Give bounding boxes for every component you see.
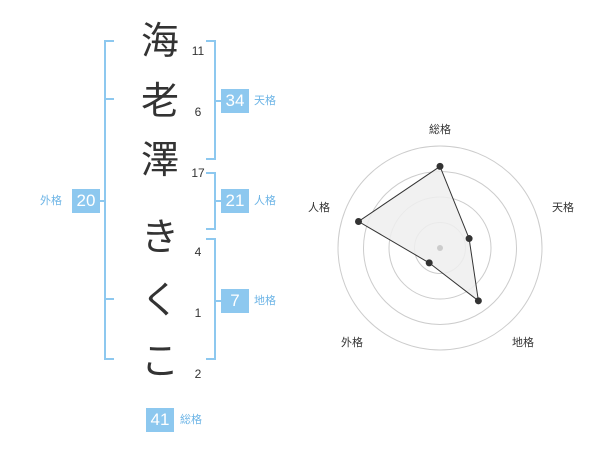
char-2: 老	[140, 79, 179, 123]
chikaku-label: 地格	[254, 294, 276, 307]
radar-label-gaikaku: 外格	[341, 336, 363, 349]
tenkaku-value-badge: 34	[221, 89, 249, 113]
strokes-6: 2	[194, 367, 202, 381]
radar-label-tenkaku: 天格	[552, 201, 574, 214]
char-5: く	[140, 278, 179, 322]
gaikaku-bracket-tick-top	[104, 98, 114, 100]
gaikaku-connector	[98, 200, 106, 202]
radar-area	[357, 165, 480, 302]
jinkaku-connector	[214, 200, 222, 202]
strokes-5: 1	[194, 306, 202, 320]
radar-point-0	[436, 162, 444, 170]
strokes-2: 6	[194, 105, 202, 119]
radar-point-3	[425, 259, 433, 267]
radar-point-1	[465, 235, 473, 243]
radar-label-chikaku: 地格	[512, 336, 534, 349]
chikaku-bracket	[206, 238, 216, 360]
radar-center-dot	[437, 245, 443, 251]
gaikaku-label: 外格	[40, 194, 62, 207]
strokes-3: 17	[191, 166, 205, 180]
radar-ring	[337, 145, 543, 351]
chikaku-connector	[214, 300, 222, 302]
char-6: こ	[140, 339, 179, 383]
char-4: き	[140, 215, 179, 259]
tenkaku-connector	[214, 100, 222, 102]
tenkaku-label: 天格	[254, 94, 276, 107]
strokes-4: 4	[194, 245, 202, 259]
strokes-1: 11	[191, 44, 205, 58]
jinkaku-value-badge: 21	[221, 189, 249, 213]
radar-points	[355, 162, 482, 305]
char-1: 海	[140, 19, 179, 63]
char-3: 澤	[140, 138, 179, 182]
jinkaku-label: 人格	[254, 194, 276, 207]
radar-point-4	[355, 218, 363, 226]
soukaku-value-badge: 41	[146, 408, 174, 432]
gaikaku-bracket-tick-bottom	[104, 298, 114, 300]
gaikaku-value-badge: 20	[72, 189, 100, 213]
chikaku-value-badge: 7	[221, 289, 249, 313]
radar-label-jinkaku: 人格	[308, 201, 330, 214]
radar-label-soukaku: 総格	[429, 123, 451, 136]
soukaku-label: 総格	[180, 413, 202, 426]
radar-point-2	[474, 297, 482, 305]
